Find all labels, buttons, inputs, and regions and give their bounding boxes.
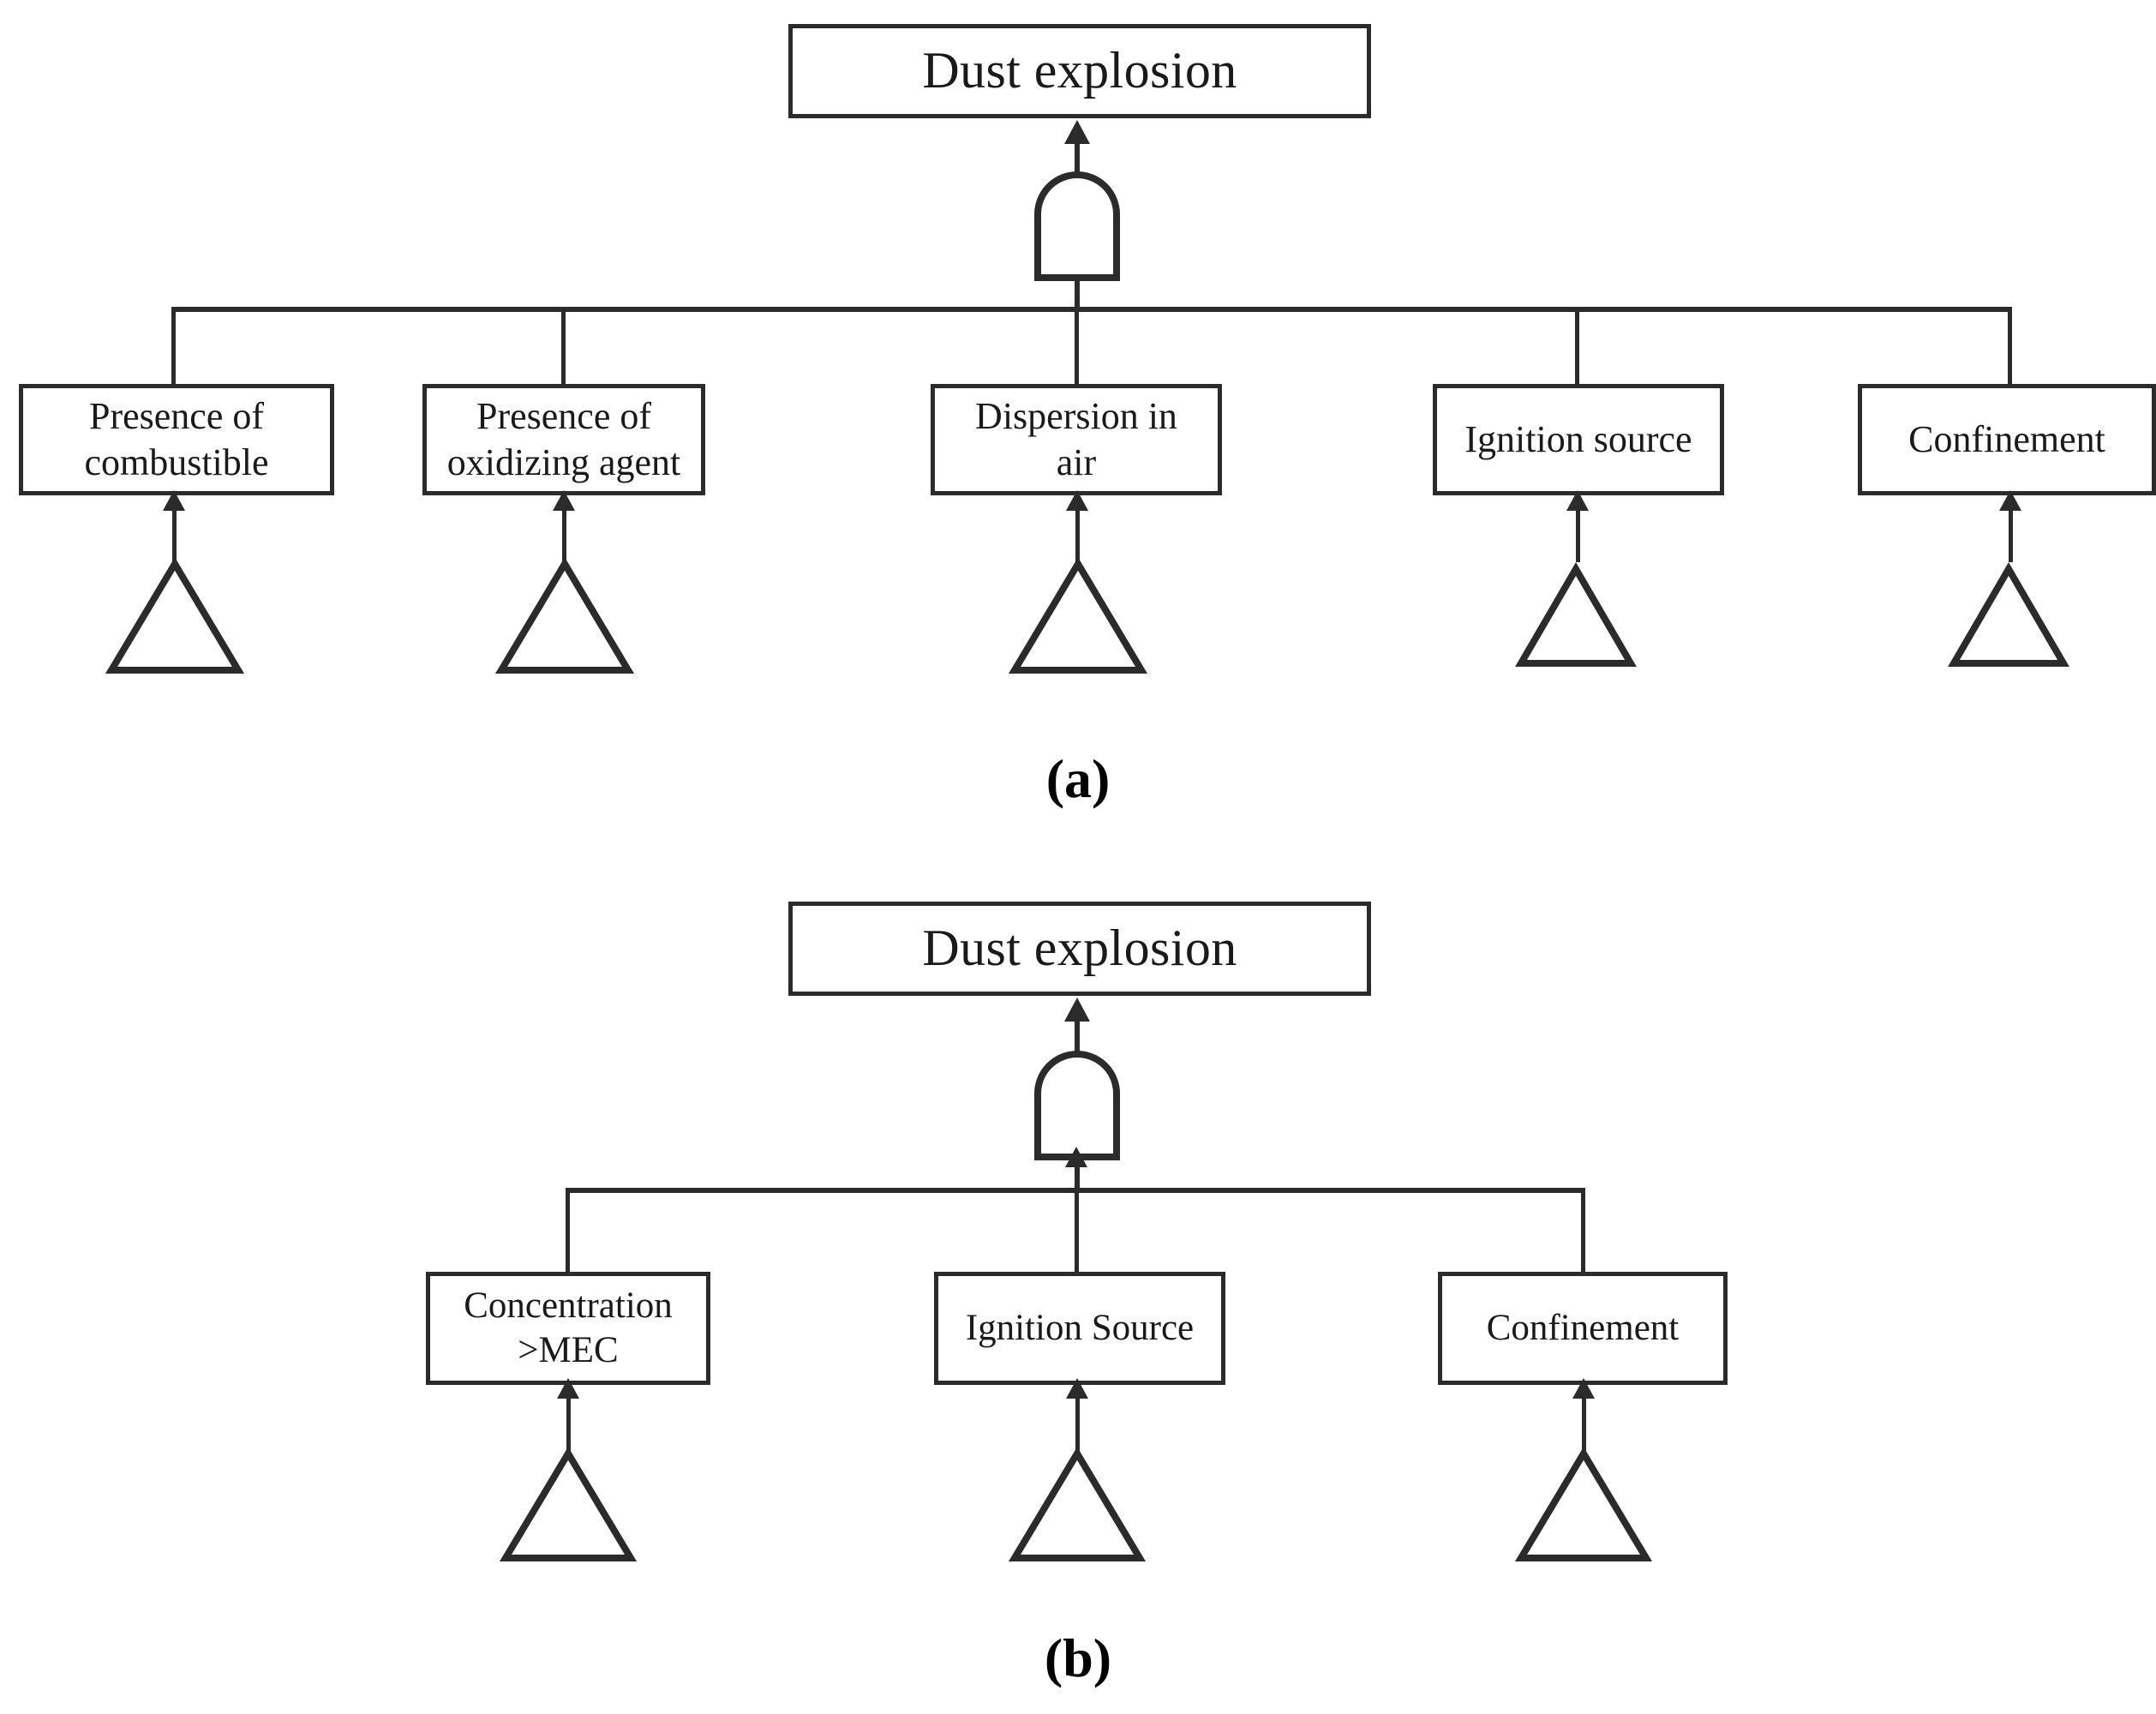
transfer-triangle-a-3 <box>1008 557 1148 677</box>
transfer-triangle-a-4 <box>1515 562 1637 670</box>
transfer-triangle-a-2 <box>494 557 635 677</box>
top-event-box-b: Dust explosion <box>788 902 1371 996</box>
transfer-triangle-a-1 <box>105 557 245 677</box>
panel-caption-a: (a) <box>1045 748 1111 809</box>
basic-event-box-b-2: Ignition Source <box>934 1272 1225 1385</box>
branch-line-a-1 <box>171 307 176 384</box>
transfer-line-a-2 <box>562 495 566 562</box>
basic-event-box-b-1: Concentration >MEC <box>426 1272 710 1385</box>
basic-event-box-a-5: Confinement <box>1858 384 2156 495</box>
branch-line-b-2 <box>1075 1188 1079 1272</box>
panel-caption-b: (b) <box>1044 1627 1112 1688</box>
gate-output-line-b <box>1075 1008 1080 1061</box>
transfer-arrowhead-b-3 <box>1572 1378 1595 1399</box>
transfer-arrowhead-b-1 <box>557 1378 579 1399</box>
gate-input-arrowhead-b <box>1065 1147 1087 1167</box>
basic-event-box-a-4: Ignition source <box>1433 384 1724 495</box>
gate-output-arrowhead-a <box>1064 120 1090 144</box>
transfer-triangle-b-1 <box>499 1447 638 1565</box>
basic-event-box-b-3: Confinement <box>1438 1272 1728 1385</box>
branch-line-a-2 <box>561 307 566 384</box>
and-gate-b <box>1033 1049 1122 1162</box>
transfer-line-a-3 <box>1075 495 1080 562</box>
transfer-triangle-b-3 <box>1514 1447 1653 1565</box>
transfer-arrowhead-a-5 <box>1999 490 2021 511</box>
transfer-arrowhead-b-2 <box>1066 1378 1088 1399</box>
transfer-arrowhead-a-3 <box>1066 490 1088 511</box>
transfer-arrowhead-a-4 <box>1566 490 1589 511</box>
and-gate-a <box>1033 170 1122 283</box>
transfer-arrowhead-a-2 <box>553 490 575 511</box>
basic-event-box-a-3: Dispersion in air <box>931 384 1222 495</box>
basic-event-box-a-2: Presence of oxidizing agent <box>422 384 705 495</box>
basic-event-box-a-1: Presence of combustible <box>19 384 334 495</box>
transfer-line-b-2 <box>1075 1385 1080 1452</box>
transfer-line-a-4 <box>1576 495 1580 562</box>
transfer-arrowhead-a-1 <box>163 490 185 511</box>
distribution-bus-a <box>171 307 2012 312</box>
branch-line-a-5 <box>2008 307 2012 384</box>
transfer-line-b-1 <box>566 1385 571 1452</box>
top-event-box-a: Dust explosion <box>788 24 1371 118</box>
transfer-line-a-1 <box>172 495 177 562</box>
branch-line-a-4 <box>1575 307 1579 384</box>
gate-output-arrowhead-b <box>1064 998 1090 1022</box>
gate-output-line-a <box>1075 129 1080 182</box>
transfer-triangle-b-2 <box>1008 1447 1147 1565</box>
gate-input-line-a <box>1075 276 1080 312</box>
transfer-line-b-3 <box>1582 1385 1586 1452</box>
branch-line-b-1 <box>566 1188 570 1272</box>
gate-input-line-b <box>1075 1155 1080 1193</box>
branch-line-b-3 <box>1581 1188 1585 1272</box>
transfer-line-a-5 <box>2009 495 2013 562</box>
branch-line-a-3 <box>1075 307 1079 384</box>
transfer-triangle-a-5 <box>1948 562 2069 670</box>
